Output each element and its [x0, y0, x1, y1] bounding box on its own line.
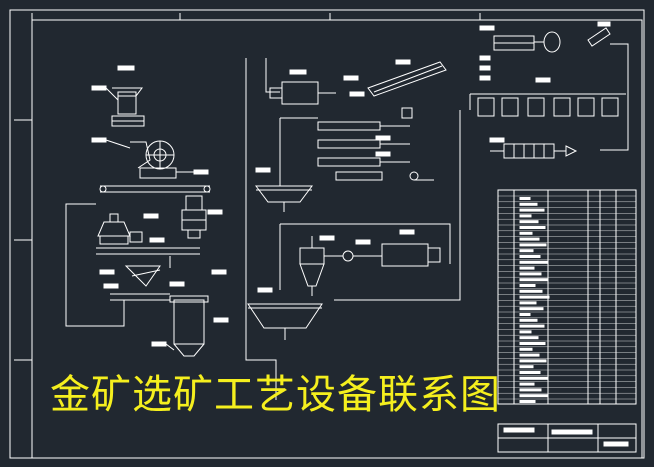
- slurry-pipe-left: [245, 58, 280, 400]
- table-row-mark: [519, 382, 535, 386]
- ore-bin: [112, 65, 143, 115]
- table-row-mark: [519, 220, 539, 224]
- table-row-mark: [519, 255, 541, 258]
- table-row-mark: [519, 249, 534, 253]
- table-row-mark: [519, 260, 548, 264]
- table-row-mark: [519, 307, 544, 311]
- table-row-mark: [519, 289, 543, 293]
- equipment-table: [497, 189, 637, 405]
- fine-ore-bin: [151, 281, 229, 357]
- leaching-tanks: [469, 77, 626, 117]
- cone-crusher: [97, 213, 159, 245]
- table-row-mark: [519, 347, 533, 351]
- table-row-mark: [519, 301, 537, 305]
- diagram-title: 金矿选矿工艺设备联系图: [50, 372, 501, 418]
- pump-and-mill-2: [324, 229, 441, 267]
- table-row-mark: [519, 295, 550, 299]
- thickener-2: [247, 287, 323, 340]
- filter-press: [489, 137, 578, 159]
- table-row-mark: [519, 284, 536, 287]
- ball-mill: [269, 69, 336, 105]
- drawing-frame: [9, 9, 645, 459]
- table-row-mark: [519, 318, 538, 322]
- table-row-mark: [519, 237, 540, 241]
- table-row-mark: [519, 214, 532, 218]
- table-row-mark: [519, 376, 548, 380]
- table-row-mark: [519, 359, 547, 363]
- table-row-mark: [519, 365, 534, 369]
- table-row-mark: [519, 400, 536, 403]
- table-row-mark: [519, 208, 545, 212]
- table-row-mark: [519, 226, 546, 229]
- table-row-mark: [519, 266, 535, 270]
- table-row-mark: [519, 278, 549, 282]
- table-row-mark: [519, 313, 531, 316]
- table-row-mark: [519, 342, 546, 345]
- closed-circuit-loop: [65, 203, 171, 327]
- thickener-1: [255, 167, 313, 212]
- belt-conveyor-2: [96, 237, 200, 255]
- table-row-mark: [519, 388, 542, 392]
- table-row-mark: [519, 324, 545, 328]
- fine-ore-feeder: [99, 265, 227, 287]
- table-row-mark: [519, 371, 541, 374]
- vibrating-screen: [181, 195, 223, 239]
- hydrocyclone: [299, 235, 335, 296]
- equipment-table-rows: [498, 195, 636, 403]
- table-row-mark: [519, 243, 547, 247]
- table-row-mark: [519, 353, 540, 357]
- cyclone-loop: [279, 223, 451, 290]
- return-line: [334, 110, 461, 301]
- belt-conveyor-1: [99, 185, 211, 193]
- table-row-mark: [519, 202, 538, 206]
- feeder: [91, 85, 145, 127]
- table-row-mark: [519, 394, 549, 398]
- jaw-crusher: [91, 137, 209, 179]
- title-block: [497, 423, 637, 453]
- table-row-mark: [519, 231, 533, 235]
- table-row-mark: [519, 330, 532, 334]
- table-row-mark: [519, 336, 539, 340]
- spiral-classifier: [343, 59, 447, 97]
- table-row-mark: [519, 272, 542, 276]
- leaching-feed: [479, 21, 629, 151]
- table-row-mark: [519, 197, 531, 200]
- belt-conveyor-3: [103, 283, 170, 301]
- flotation-cells: [279, 107, 434, 186]
